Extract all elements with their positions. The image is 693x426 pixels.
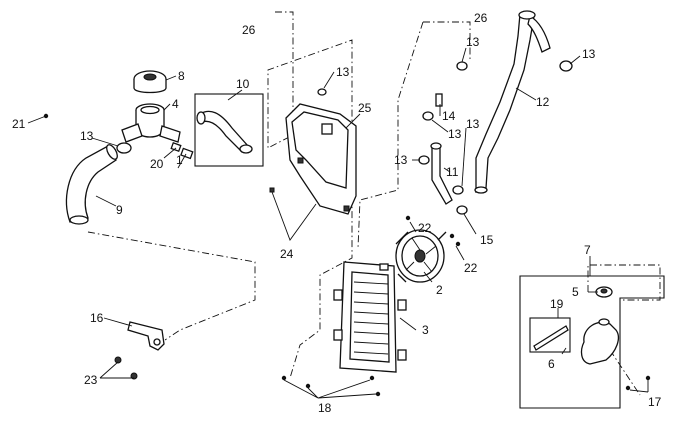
callout-22-b: 22 — [464, 261, 478, 275]
callout-1: 1 — [176, 153, 183, 167]
callout-labels: 1 2 3 4 5 6 7 8 9 10 11 12 13 13 13 13 1… — [12, 11, 662, 415]
callout-18: 18 — [318, 401, 332, 415]
callout-14: 14 — [442, 109, 456, 123]
callout-13-c: 13 — [466, 35, 480, 49]
callout-26-a: 26 — [242, 23, 256, 37]
callout-22-a: 22 — [418, 221, 432, 235]
callout-20: 20 — [150, 157, 164, 171]
callout-2: 2 — [436, 283, 443, 297]
callout-13-a: 13 — [80, 129, 94, 143]
part-10-box — [194, 93, 264, 167]
part-25-shroud — [269, 88, 357, 215]
callout-13-b: 13 — [336, 65, 350, 79]
callout-8: 8 — [178, 69, 185, 83]
part-5-reservoir-cap — [595, 286, 613, 298]
callout-4: 4 — [172, 97, 179, 111]
part-7-box — [519, 275, 665, 409]
callout-13-g: 13 — [394, 153, 408, 167]
part-16-bracket — [114, 321, 165, 380]
callout-12: 12 — [536, 95, 550, 109]
part-13-14-fittings — [418, 61, 468, 215]
part-19-6-tube — [529, 317, 571, 353]
part-2-fan — [395, 229, 447, 283]
part-10-bypass-hose — [196, 110, 253, 154]
part-9-lower-hose — [65, 144, 118, 225]
callout-13-e: 13 — [448, 127, 462, 141]
callout-10: 10 — [236, 77, 250, 91]
callout-17: 17 — [648, 395, 662, 409]
callout-16: 16 — [90, 311, 104, 325]
callout-13-d: 13 — [582, 47, 596, 61]
part-12-upper-hose — [474, 10, 573, 194]
callout-7: 7 — [584, 243, 591, 257]
part-17-reservoir — [580, 318, 620, 365]
callout-9: 9 — [116, 203, 123, 217]
callout-13-f: 13 — [466, 117, 480, 131]
callout-23: 23 — [84, 373, 98, 387]
part-3-radiator — [333, 261, 407, 373]
callout-5: 5 — [572, 285, 579, 299]
leader-lines — [27, 47, 649, 399]
callout-15: 15 — [480, 233, 494, 247]
callout-25: 25 — [358, 101, 372, 115]
callout-19: 19 — [550, 297, 564, 311]
callout-21: 21 — [12, 117, 26, 131]
callout-11: 11 — [446, 165, 459, 179]
part-20-1-sensor — [170, 141, 194, 160]
callout-6: 6 — [548, 357, 555, 371]
part-8-filler-cap — [133, 70, 167, 94]
callout-26-b: 26 — [474, 11, 488, 25]
part-13-clamp-a — [116, 142, 132, 154]
callout-24: 24 — [280, 247, 294, 261]
callout-3: 3 — [422, 323, 429, 337]
